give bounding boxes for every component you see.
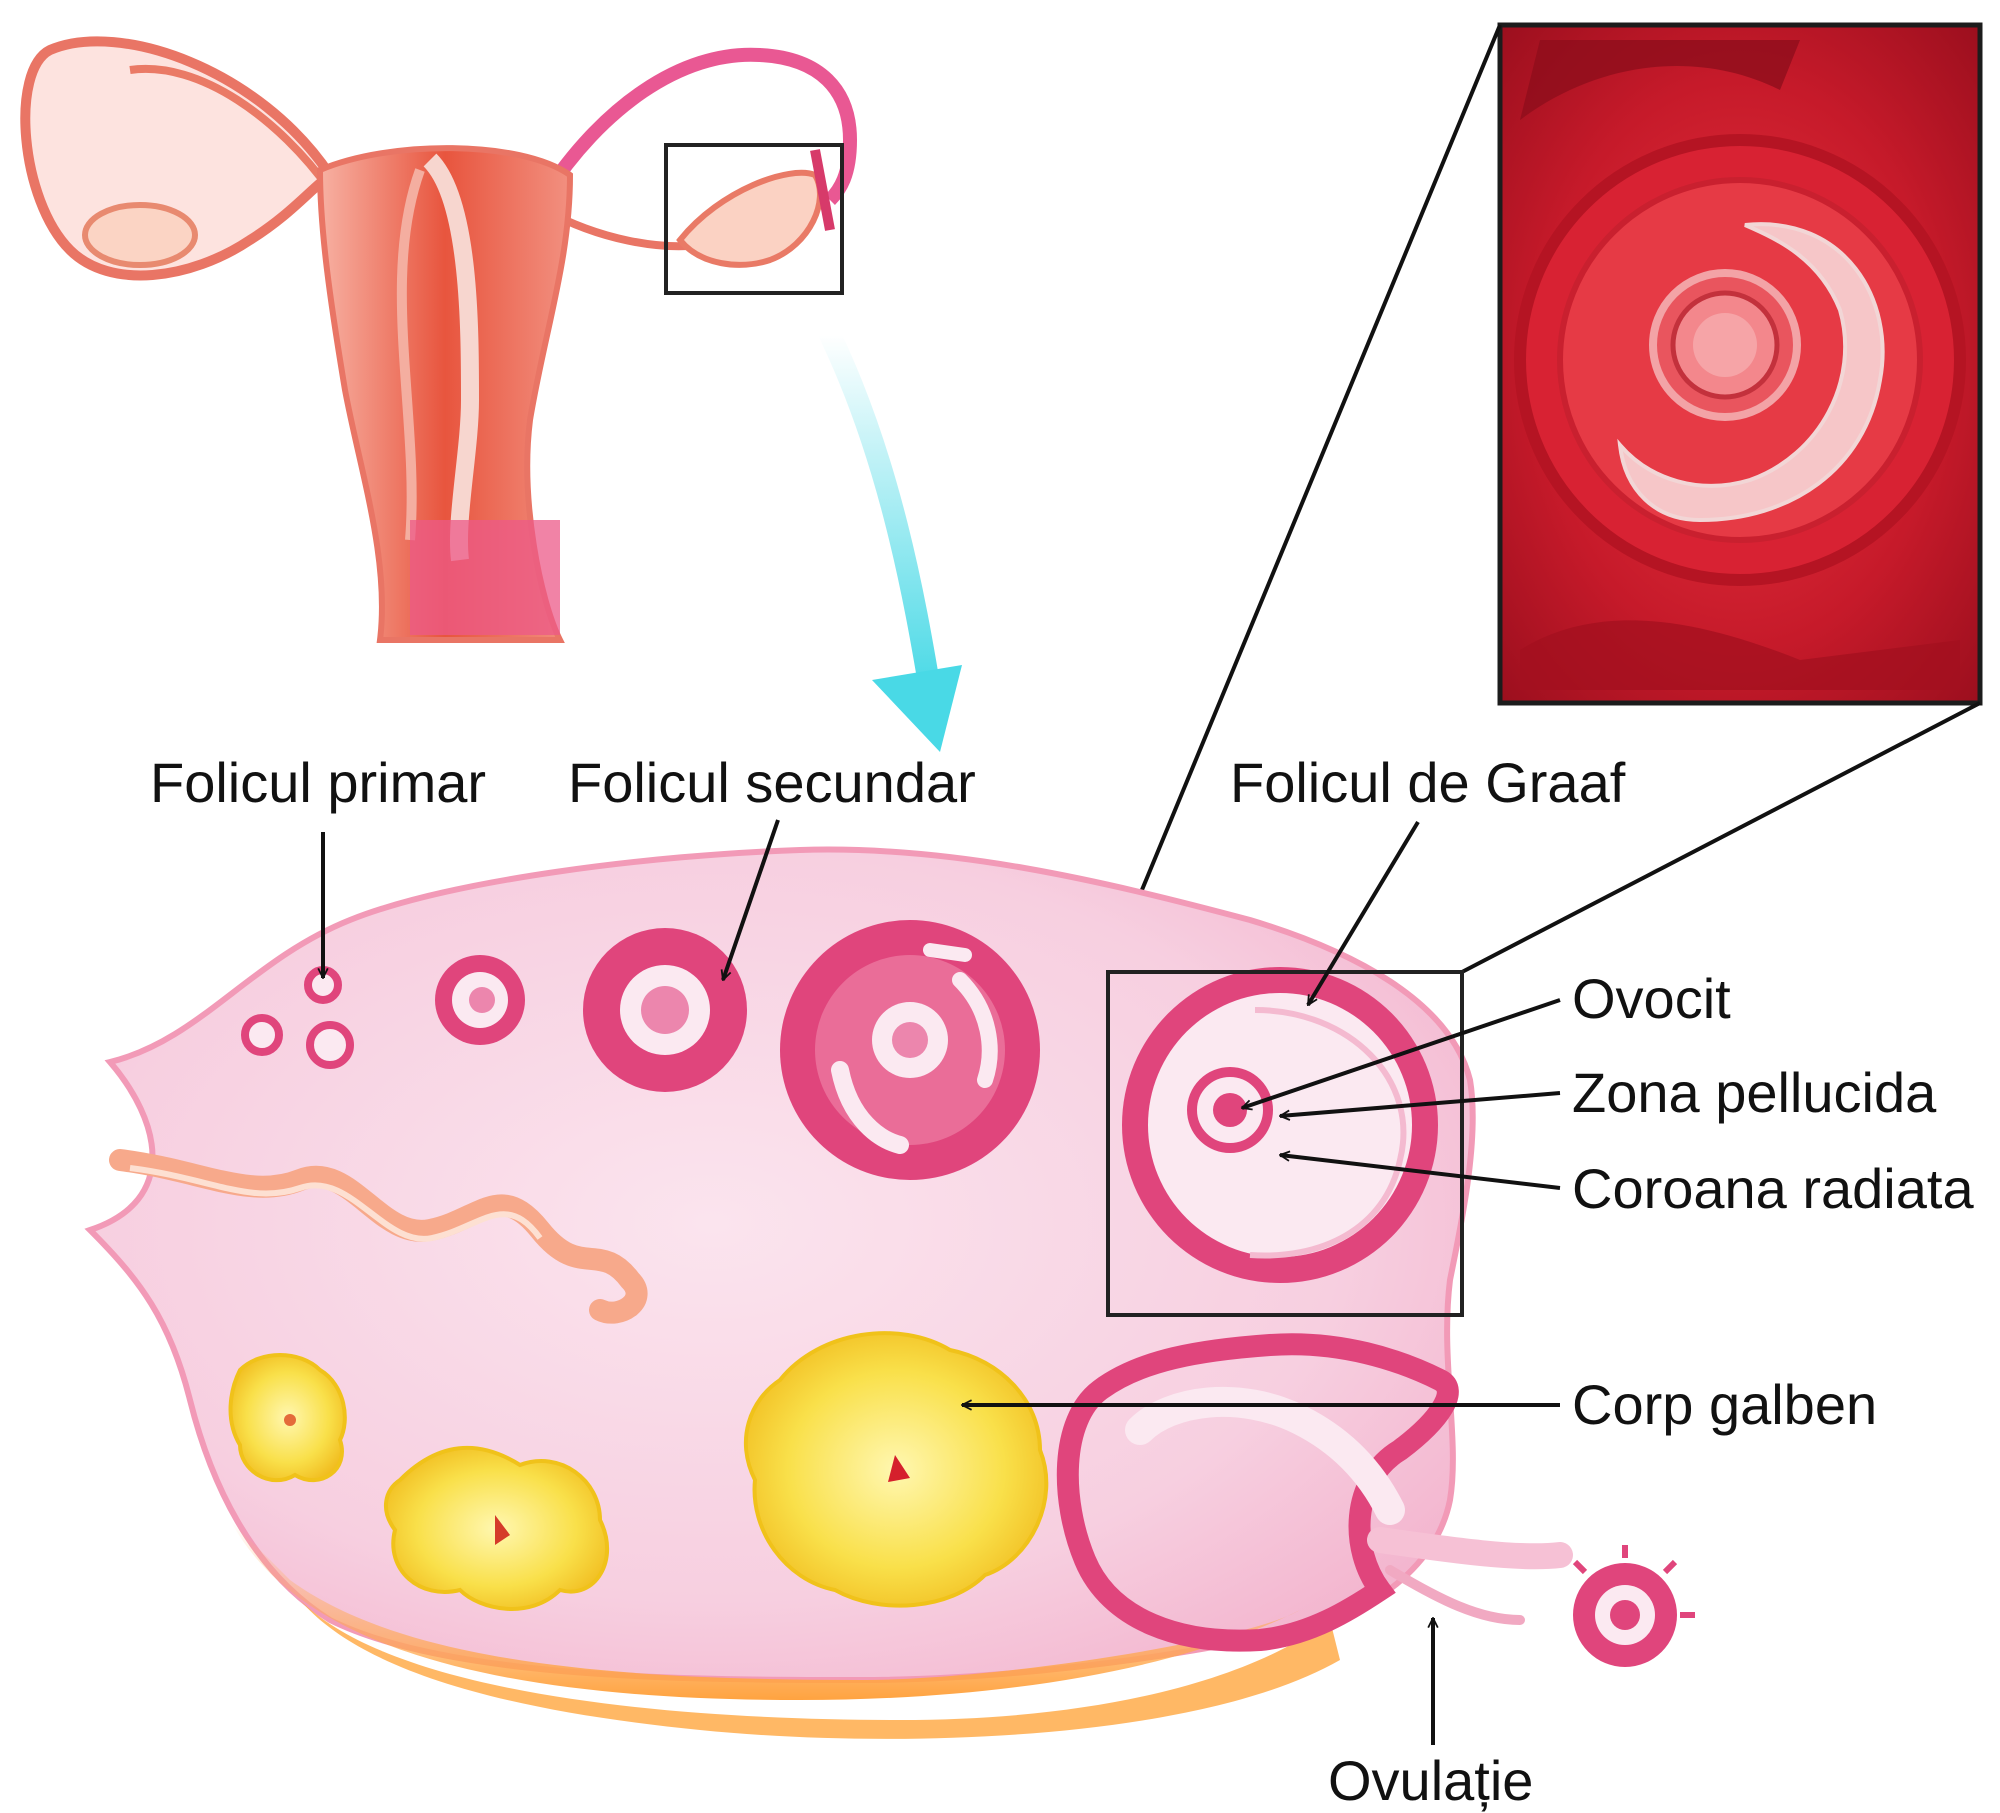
growing-follicle	[435, 955, 525, 1045]
zoom-arrow	[819, 324, 962, 752]
leader-folicul-secundar	[723, 819, 780, 980]
label-folicul-de-graaf: Folicul de Graaf	[1230, 751, 1626, 814]
leader-coroana-radiata	[1280, 1155, 1561, 1190]
released-oocyte	[1572, 1545, 1695, 1667]
label-ovocit: Ovocit	[1572, 967, 1731, 1030]
label-corp-galben: Corp galben	[1572, 1373, 1877, 1436]
leader-lines	[323, 819, 1561, 1745]
ovary-cross-section	[84, 846, 1695, 1739]
corpus-luteum-medium	[384, 1445, 610, 1611]
tertiary-follicle	[780, 920, 1040, 1180]
uterus-illustration	[20, 36, 858, 643]
label-zona-pellucida: Zona pellucida	[1572, 1061, 1937, 1124]
label-folicul-secundar: Folicul secundar	[568, 751, 976, 814]
graaf-follicle	[1122, 967, 1438, 1283]
corpus-luteum-small	[228, 1353, 347, 1483]
zoom-callout-lines	[1106, 24, 1981, 974]
label-folicul-primar: Folicul primar	[150, 751, 486, 814]
leader-folicul-de-graaf	[1306, 820, 1420, 1005]
label-ovulatie: Ovulație	[1328, 1749, 1533, 1812]
labels: Folicul primar Folicul secundar Folicul …	[150, 751, 1974, 1812]
left-ovary-small	[82, 202, 198, 268]
secondary-follicle	[583, 928, 747, 1092]
label-coroana-radiata: Coroana radiata	[1572, 1157, 1974, 1220]
primary-follicles	[241, 966, 354, 1069]
right-ovary-small	[676, 169, 823, 268]
graaf-zoom-box	[1106, 970, 1464, 1317]
leader-ovocit	[1242, 998, 1561, 1108]
ruptured-follicle	[1056, 1333, 1573, 1652]
micrograph-panel	[1497, 22, 1983, 706]
uterus-zoom-box	[664, 143, 844, 295]
leader-zona-pellucida	[1280, 1091, 1561, 1116]
corpus-luteum-large	[743, 1331, 1049, 1608]
micrograph-antrum	[1617, 222, 1885, 523]
